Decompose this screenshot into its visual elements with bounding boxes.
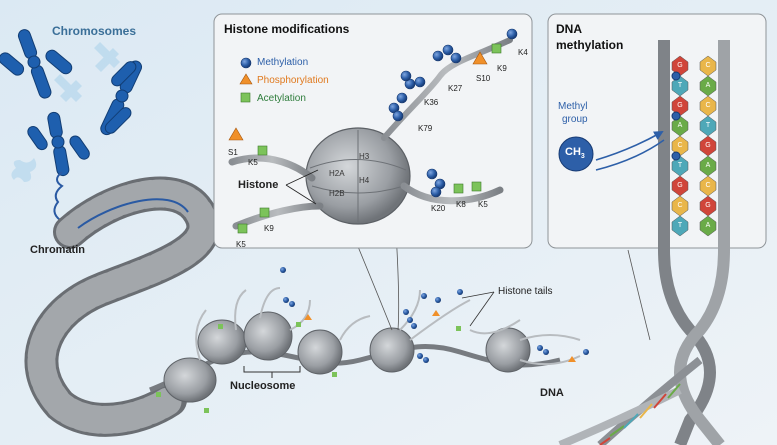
- subunit-h4: H4: [359, 176, 370, 185]
- base-letter: G: [677, 102, 682, 109]
- legend-phosphorylation: Phosphorylation: [257, 75, 329, 86]
- base-right: [699, 195, 717, 217]
- base-right: [699, 175, 717, 197]
- base-left: [671, 195, 689, 217]
- legend-methylation: Methylation: [257, 57, 309, 68]
- subunit-h3: H3: [359, 152, 370, 161]
- base-letter: C: [677, 142, 682, 149]
- methyl-group-circle: [558, 136, 594, 172]
- site-s10: S10: [476, 74, 491, 83]
- base-right: [699, 95, 717, 117]
- histone-tails-label: Histone tails: [498, 286, 553, 297]
- base-letter: G: [705, 142, 710, 149]
- base-right: [699, 115, 717, 137]
- base-right: [699, 55, 717, 77]
- site-k79: K79: [418, 124, 433, 133]
- base-right: [699, 135, 717, 157]
- dna-methylation-title-2: methylation: [556, 38, 624, 52]
- site-k27: K27: [448, 84, 463, 93]
- site-s1: S1: [228, 148, 238, 157]
- base-letter: T: [706, 122, 711, 129]
- legend-acetylation: Acetylation: [257, 93, 306, 104]
- ch3-label: CH3: [565, 146, 585, 161]
- panel-acetylation-marks: [237, 43, 502, 234]
- chromatin-label: Chromatin: [30, 244, 85, 256]
- dna-methylation-title-1: DNA: [556, 22, 582, 36]
- dna-ladder: G C T A G C A T C G T A G C C G T A: [658, 40, 730, 445]
- site-k9-lower: K9: [264, 224, 274, 233]
- base-right: [699, 75, 717, 97]
- base-letter: A: [678, 122, 683, 129]
- base-letter: T: [678, 162, 683, 169]
- dna-label: DNA: [540, 387, 564, 399]
- base-right: [699, 215, 717, 237]
- base-letter: A: [706, 162, 711, 169]
- base-letter: G: [677, 182, 682, 189]
- panel-methylation-marks: [388, 28, 518, 198]
- site-k9-upper: K9: [497, 64, 507, 73]
- nucleosome-row: [149, 267, 589, 413]
- base-left: [671, 55, 689, 77]
- base-letter: G: [705, 202, 710, 209]
- base-letter: G: [677, 62, 682, 69]
- methyl-mark: [671, 71, 681, 81]
- methyl-mark: [671, 111, 681, 121]
- base-left: [671, 175, 689, 197]
- histone-modifications-title: Histone modifications: [224, 22, 350, 36]
- site-k20: K20: [431, 204, 446, 213]
- dna-helix: [558, 356, 703, 445]
- site-k36: K36: [424, 98, 439, 107]
- histone-label: Histone: [238, 179, 279, 191]
- methyl-mark: [671, 151, 681, 161]
- base-letter: A: [706, 82, 711, 89]
- methyl-group-label-2: group: [562, 114, 588, 125]
- panel-phosphorylation-marks: [228, 51, 488, 141]
- base-right: [699, 155, 717, 177]
- base-letter: C: [705, 62, 710, 69]
- legend-markers: [239, 57, 253, 103]
- base-left: [671, 135, 689, 157]
- base-letter: C: [677, 202, 682, 209]
- base-left: [671, 215, 689, 237]
- base-letter: A: [706, 222, 711, 229]
- nucleosome-bracket: [243, 366, 301, 378]
- base-letter: T: [678, 82, 683, 89]
- base-letter: C: [705, 182, 710, 189]
- methyl-arrows: [595, 131, 665, 171]
- histone-pointers: [285, 169, 319, 205]
- chromosomes-label: Chromosomes: [52, 24, 137, 38]
- site-k8: K8: [456, 200, 466, 209]
- histone-tails-pointers: [461, 291, 495, 327]
- site-k5-lower: K5: [236, 240, 246, 249]
- chromosome-icons: [0, 29, 143, 177]
- faint-chromosomes: [11, 42, 120, 182]
- base-letter: T: [678, 222, 683, 229]
- nucleosome-label: Nucleosome: [230, 380, 296, 392]
- subunit-h2a: H2A: [329, 169, 345, 178]
- base-left: [671, 95, 689, 117]
- site-k4: K4: [518, 48, 528, 57]
- subunit-h2b: H2B: [329, 189, 345, 198]
- site-k5-upper: K5: [248, 158, 258, 167]
- methyl-group-label-1: Methyl: [558, 101, 588, 112]
- base-letter: C: [705, 102, 710, 109]
- site-k5-right: K5: [478, 200, 488, 209]
